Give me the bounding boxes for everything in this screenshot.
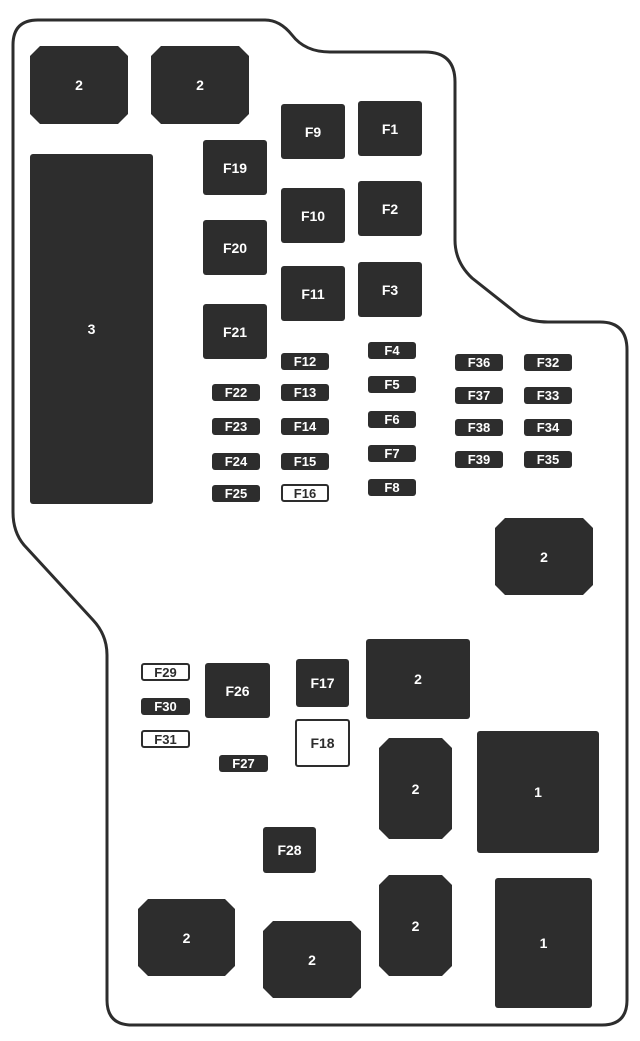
fuse-f9: F9 (281, 104, 345, 159)
fuse-f39: F39 (455, 451, 503, 468)
fuse-f12: F12 (281, 353, 329, 370)
fuse-f35: F35 (524, 451, 572, 468)
fuse-f33: F33 (524, 387, 572, 404)
fuse-f28: F28 (263, 827, 316, 873)
fuse-f21: F21 (203, 304, 267, 359)
relay-label: 2 (75, 77, 83, 93)
fuse-f15: F15 (281, 453, 329, 470)
fuse-f23: F23 (212, 418, 260, 435)
fuse-f31: F31 (141, 730, 190, 748)
relay-1-lower: 1 (495, 878, 592, 1008)
fuse-f13: F13 (281, 384, 329, 401)
relay-2-top-center: 2 (151, 46, 249, 124)
fuse-f17: F17 (296, 659, 349, 707)
fuse-f32: F32 (524, 354, 572, 371)
fuse-f22: F22 (212, 384, 260, 401)
fuse-f8: F8 (368, 479, 416, 496)
fuse-f14: F14 (281, 418, 329, 435)
fuse-f19: F19 (203, 140, 267, 195)
fuse-f1: F1 (358, 101, 422, 156)
relay-2-center: 2 (366, 639, 470, 719)
fuse-f20: F20 (203, 220, 267, 275)
relay-label: 2 (411, 780, 420, 797)
fuse-f10: F10 (281, 188, 345, 243)
relay-2-right: 2 (495, 518, 593, 595)
fuse-f24: F24 (212, 453, 260, 470)
relay-2-top-left: 2 (30, 46, 128, 124)
fuse-f11: F11 (281, 266, 345, 321)
fuse-f26: F26 (205, 663, 270, 718)
fuse-f25: F25 (212, 485, 260, 502)
fuse-f7: F7 (368, 445, 416, 462)
fuse-f5: F5 (368, 376, 416, 393)
fuse-f34: F34 (524, 419, 572, 436)
fuse-f29: F29 (141, 663, 190, 681)
fuse-f27: F27 (219, 755, 268, 772)
block-3: 3 (30, 154, 153, 504)
relay-2-bottom-mid: 2 (379, 875, 452, 976)
relay-label: 2 (196, 77, 204, 93)
fuse-f30: F30 (141, 698, 190, 715)
relay-2-mid: 2 (379, 738, 452, 839)
fuse-f4: F4 (368, 342, 416, 359)
fuse-f2: F2 (358, 181, 422, 236)
relay-label: 2 (540, 548, 548, 565)
fuse-f6: F6 (368, 411, 416, 428)
fuse-f3: F3 (358, 262, 422, 317)
relay-1-upper: 1 (477, 731, 599, 853)
relay-label: 2 (182, 929, 191, 946)
fuse-f16: F16 (281, 484, 329, 502)
fuse-f18: F18 (295, 719, 350, 767)
relay-2-bottom-center: 2 (263, 921, 361, 998)
fuse-f37: F37 (455, 387, 503, 404)
relay-label: 2 (411, 917, 420, 934)
fuse-f36: F36 (455, 354, 503, 371)
fuse-f38: F38 (455, 419, 503, 436)
relay-2-bottom-left: 2 (138, 899, 235, 976)
relay-label: 2 (308, 951, 316, 968)
